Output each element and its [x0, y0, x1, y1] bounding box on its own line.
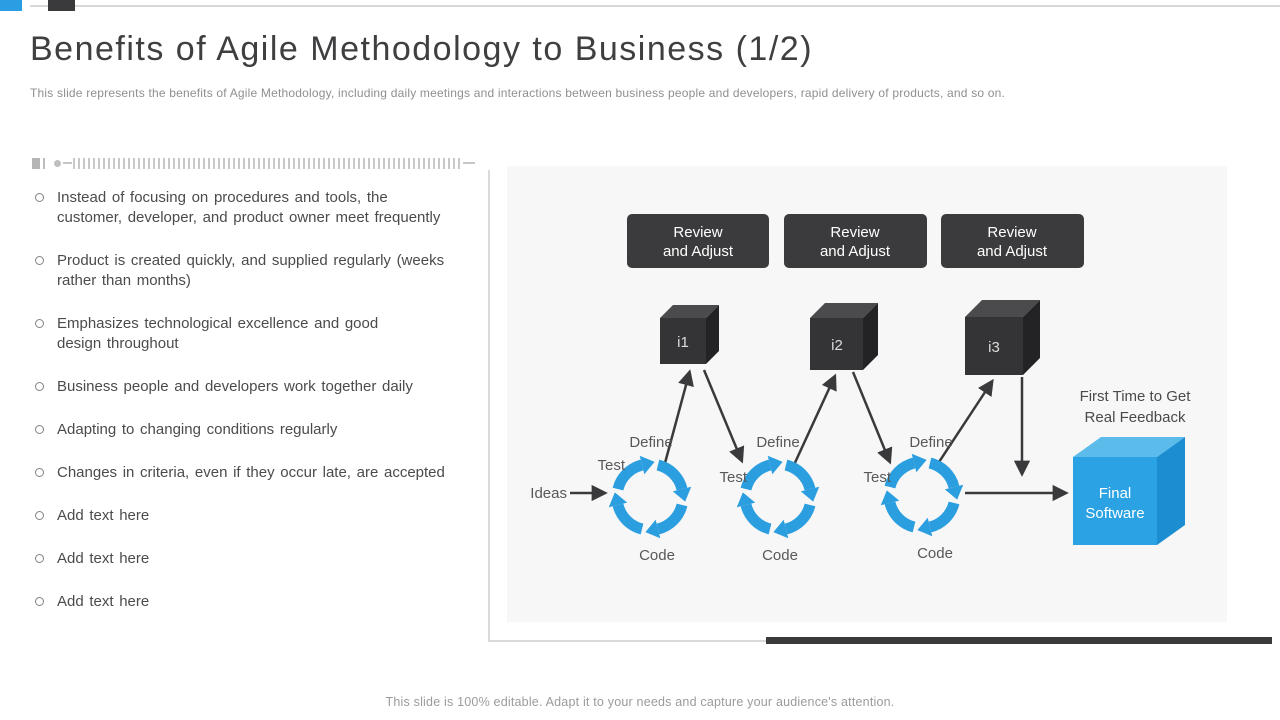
code-label: Code [639, 547, 675, 564]
test-label: Test [719, 469, 747, 486]
review-box-label: Review [673, 224, 722, 241]
bullet-item: Adapting to changing conditions regularl… [32, 420, 482, 440]
cycle-icon-3 [881, 454, 963, 536]
bullet-marker-icon [35, 597, 44, 606]
ruler-dash-icon [63, 162, 72, 164]
diagram-panel: Review and Adjust Review and Adjust Review… [507, 166, 1227, 622]
final-software-label: Final [1099, 485, 1132, 502]
test-label: Test [597, 457, 625, 474]
bullet-item: Add text here [32, 592, 482, 612]
define-label: Define [909, 434, 952, 451]
bullet-text: Business people and developers work toge… [57, 378, 413, 395]
bullet-item: Product is created quickly, and supplied… [32, 251, 482, 291]
review-box-label: and Adjust [977, 243, 1048, 260]
page-subtitle: This slide represents the benefits of Ag… [30, 86, 1006, 100]
cycle-icon-2 [737, 456, 819, 538]
flow-arrow-i2-to-cycle3 [851, 371, 893, 465]
review-box-label: Review [830, 224, 879, 241]
define-label: Define [756, 434, 799, 451]
review-box-label: and Adjust [663, 243, 734, 260]
ruler-end-dash-icon [463, 162, 475, 164]
code-label: Code [762, 547, 798, 564]
ruler-decoration [32, 157, 475, 169]
feedback-label: Real Feedback [1085, 409, 1186, 426]
bullet-marker-icon [35, 425, 44, 434]
page-title: Benefits of Agile Methodology to Busines… [30, 30, 814, 68]
bullet-text: Add text here [57, 507, 150, 524]
flow-arrow-cycle2-to-i2 [791, 373, 837, 468]
bottom-accent-bar [766, 637, 1272, 644]
iteration-cube-i2: i2 [810, 303, 878, 370]
border-line-vertical [488, 170, 490, 642]
define-label: Define [629, 434, 672, 451]
bullet-text: Emphasizes technological excellence and … [57, 315, 379, 352]
bullet-item: Instead of focusing on procedures and to… [32, 188, 482, 228]
agile-diagram-svg: Review and Adjust Review and Adjust Review… [530, 214, 1192, 564]
bullet-item: Emphasizes technological excellence and … [32, 314, 482, 354]
review-box-1: Review and Adjust [627, 214, 769, 268]
top-accent-line [30, 5, 1280, 7]
bullet-marker-icon [35, 554, 44, 563]
review-box-3: Review and Adjust [941, 214, 1084, 268]
iteration-cube-i1: i1 [660, 305, 719, 364]
bullet-item: Add text here [32, 549, 482, 569]
feedback-label: First Time to Get [1080, 388, 1192, 405]
flow-arrow-i1-to-cycle2 [702, 369, 745, 464]
ruler-bar-icon [43, 157, 45, 169]
review-box-label: Review [987, 224, 1036, 241]
ruler-ticks-icon [73, 157, 463, 169]
bullet-item: Changes in criteria, even if they occur … [32, 463, 482, 483]
review-box-label: and Adjust [820, 243, 891, 260]
bullet-marker-icon [35, 511, 44, 520]
bullet-marker-icon [35, 468, 44, 477]
flow-arrow-cycle1-to-i1 [663, 369, 694, 464]
bullet-item: Business people and developers work toge… [32, 377, 482, 397]
flow-arrow-cycle3-to-i3 [935, 378, 994, 466]
ruler-square-icon [32, 157, 40, 169]
bullet-text: Changes in criteria, even if they occur … [57, 464, 445, 481]
bullet-item: Add text here [32, 506, 482, 526]
bullet-text: Adapting to changing conditions regularl… [57, 421, 338, 438]
final-software-label: Software [1085, 505, 1144, 522]
bullet-marker-icon [35, 193, 44, 202]
ideas-label: Ideas [530, 485, 567, 502]
footer-note: This slide is 100% editable. Adapt it to… [385, 695, 895, 709]
review-box-2: Review and Adjust [784, 214, 927, 268]
iteration-label: i1 [677, 334, 689, 351]
ruler-dot-icon [54, 159, 61, 167]
bullet-marker-icon [35, 319, 44, 328]
top-blue-square-icon [0, 0, 22, 11]
border-line-horizontal [488, 640, 766, 642]
bullet-marker-icon [35, 382, 44, 391]
bullet-text: Add text here [57, 550, 150, 567]
bullet-text: Instead of focusing on procedures and to… [57, 189, 441, 226]
bullet-marker-icon [35, 256, 44, 265]
test-label: Test [863, 469, 891, 486]
bullet-text: Add text here [57, 593, 150, 610]
iteration-cube-i3: i3 [965, 300, 1040, 375]
iteration-label: i2 [831, 337, 843, 354]
bullet-text: Product is created quickly, and supplied… [57, 252, 445, 289]
code-label: Code [917, 545, 953, 562]
top-dark-square-icon [48, 0, 75, 11]
iteration-label: i3 [988, 339, 1000, 356]
benefits-list: Instead of focusing on procedures and to… [32, 188, 482, 635]
